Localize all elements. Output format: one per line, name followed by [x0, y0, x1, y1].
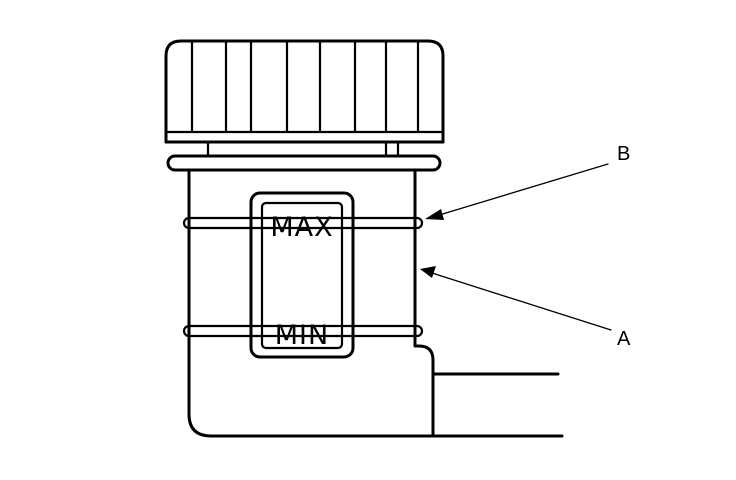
outlet-pipe — [431, 372, 564, 438]
reservoir-body — [187, 168, 435, 438]
callout-a-leader — [420, 266, 612, 331]
cap-ribs — [190, 41, 420, 132]
callout-b-label: B — [617, 143, 630, 165]
seal-ring — [166, 154, 442, 172]
callout-a-label: A — [617, 328, 631, 350]
max-label: MAX — [270, 212, 333, 243]
level-label-plate — [249, 191, 355, 359]
reservoir-cap — [164, 39, 445, 144]
min-level-line — [182, 324, 424, 338]
callout-b-leader — [425, 163, 609, 220]
reservoir-neck — [164, 140, 445, 156]
max-level-line — [182, 216, 424, 230]
min-label: MIN — [275, 320, 329, 351]
